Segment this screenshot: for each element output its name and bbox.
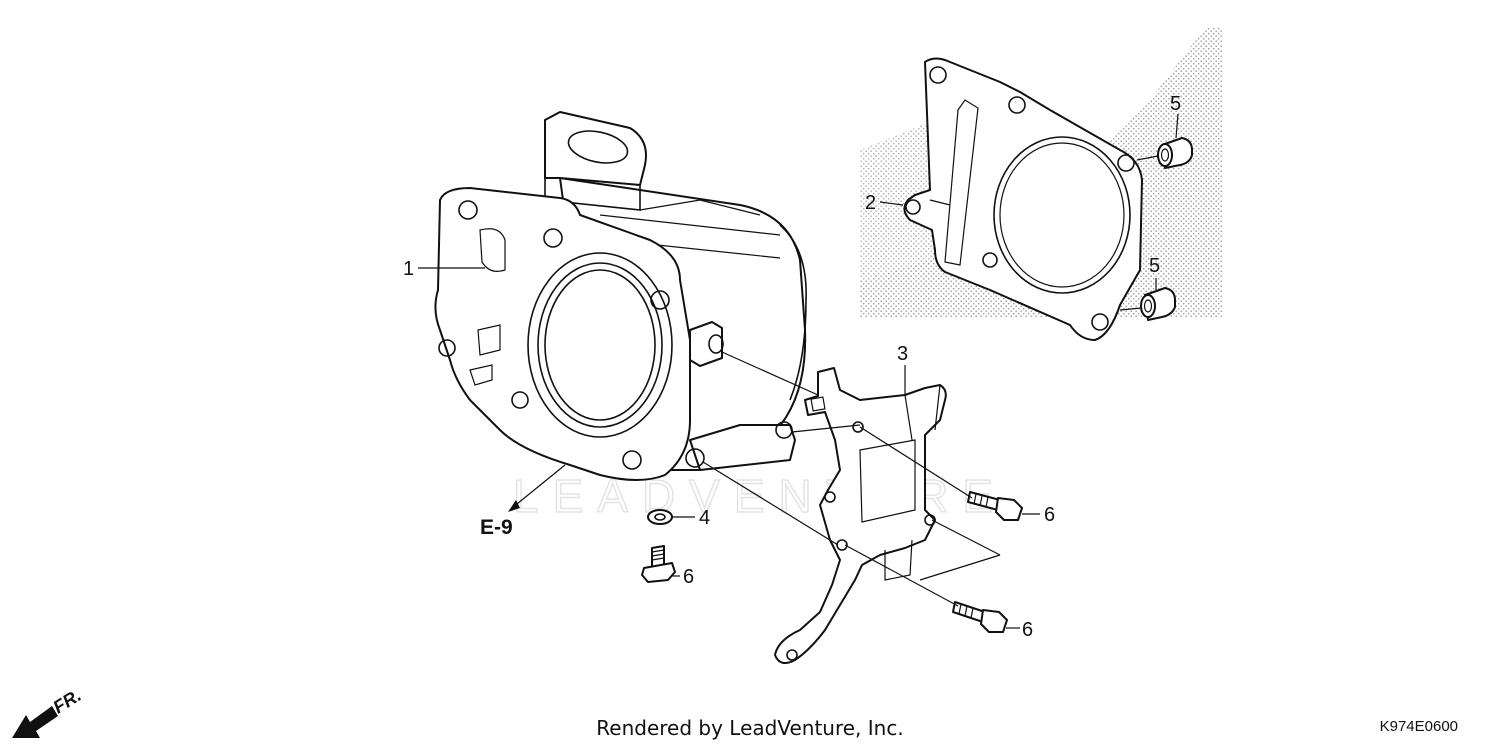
diagram-id: K974E0600 (1379, 718, 1458, 735)
callout-leaders (418, 113, 1179, 629)
washer-part (647, 509, 673, 525)
callout-6-left: 6 (683, 566, 694, 588)
callout-6-right-lower: 6 (1022, 619, 1033, 641)
callout-4: 4 (699, 507, 710, 529)
callout-6-right-upper: 6 (1044, 504, 1055, 526)
callout-5-bottom: 5 (1149, 255, 1160, 277)
dowel-pin-bottom (1140, 287, 1176, 321)
callout-3: 3 (897, 343, 908, 365)
callout-2: 2 (865, 192, 876, 214)
gasket-part (903, 57, 1143, 341)
front-direction-arrow-icon (12, 706, 58, 738)
bolt-left (641, 545, 676, 583)
section-reference: E-9 (480, 516, 513, 539)
dowel-pin-top (1157, 137, 1193, 169)
credit-footer: Rendered by LeadVenture, Inc. (596, 716, 904, 740)
callout-1: 1 (403, 258, 414, 280)
bolt-right-upper (967, 491, 1023, 521)
assembly-lines (702, 155, 1159, 607)
cylinder-part (434, 111, 807, 481)
bracket-part (774, 367, 947, 665)
watermark-text: LEADVENTURE (513, 470, 1007, 522)
callout-5-top: 5 (1170, 93, 1181, 115)
bolt-right-lower (952, 601, 1008, 633)
